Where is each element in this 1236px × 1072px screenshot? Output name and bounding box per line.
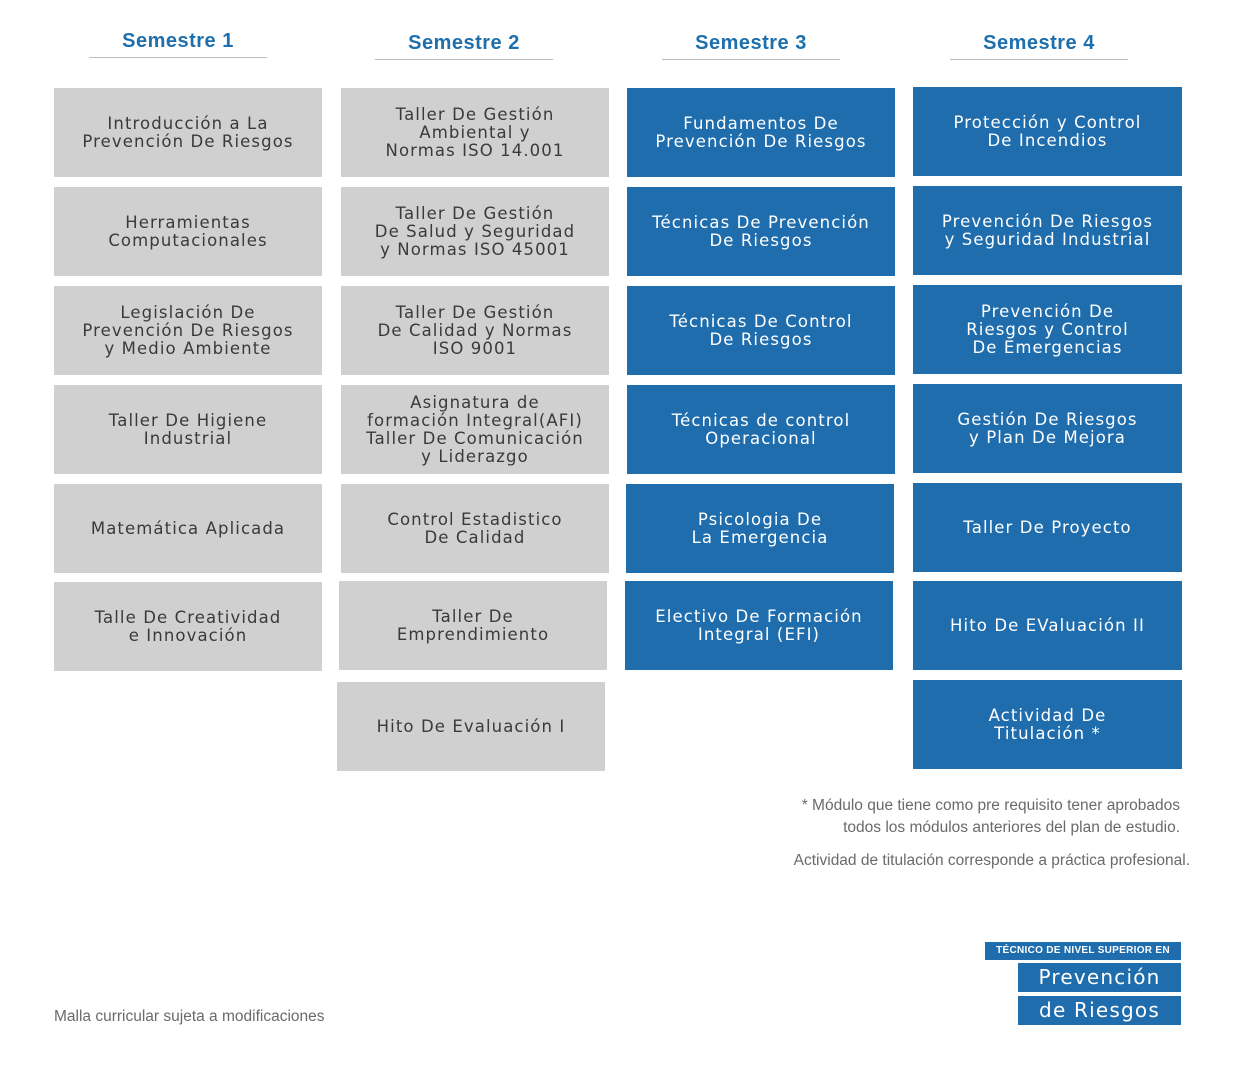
- titulacion-note: Actividad de titulación corresponde a pr…: [793, 852, 1190, 869]
- module-cell: Control Estadistico De Calidad: [341, 484, 609, 573]
- module-cell: Taller De Emprendimiento: [339, 581, 607, 670]
- footer-disclaimer: Malla curricular sujeta a modificaciones: [54, 1008, 325, 1025]
- brand-title-line1: Prevención: [1018, 963, 1181, 992]
- module-cell: Psicologia De La Emergencia: [626, 484, 894, 573]
- prerequisite-note-line2: todos los módulos anteriores del plan de…: [843, 819, 1180, 836]
- module-cell: Legislación De Prevención De Riesgos y M…: [54, 286, 322, 375]
- module-cell: Técnicas de control Operacional: [627, 385, 895, 474]
- brand-tagline: TÉCNICO DE NIVEL SUPERIOR EN: [985, 942, 1181, 960]
- semester-1-header: Semestre 1: [89, 30, 267, 58]
- module-cell: Hito De Evaluación I: [337, 682, 605, 771]
- module-cell: Talle De Creatividad e Innovación: [54, 582, 322, 671]
- semester-2-header: Semestre 2: [375, 32, 553, 60]
- prerequisite-note-line1: * Módulo que tiene como pre requisito te…: [801, 797, 1180, 814]
- module-cell: Prevención De Riesgos y Seguridad Indust…: [913, 186, 1182, 275]
- module-cell: Taller De Gestión De Calidad y Normas IS…: [341, 286, 609, 375]
- module-cell: Asignatura de formación Integral(AFI) Ta…: [341, 385, 609, 474]
- semester-3-header: Semestre 3: [662, 32, 840, 60]
- module-cell: Matemática Aplicada: [54, 484, 322, 573]
- module-cell: Introducción a La Prevención De Riesgos: [54, 88, 322, 177]
- module-cell: Actividad De Titulación *: [913, 680, 1182, 769]
- semester-4-header: Semestre 4: [950, 32, 1128, 60]
- module-cell: Electivo De Formación Integral (EFI): [625, 581, 893, 670]
- module-cell: Gestión De Riesgos y Plan De Mejora: [913, 384, 1182, 473]
- module-cell: Taller De Gestión De Salud y Seguridad y…: [341, 187, 609, 276]
- module-cell: Taller De Gestión Ambiental y Normas ISO…: [341, 88, 609, 177]
- module-cell: Taller De Higiene Industrial: [54, 385, 322, 474]
- module-cell: Herramientas Computacionales: [54, 187, 322, 276]
- prerequisite-note: * Módulo que tiene como pre requisito te…: [680, 795, 1180, 839]
- module-cell: Hito De EValuación II: [913, 581, 1182, 670]
- module-cell: Prevención De Riesgos y Control De Emerg…: [913, 285, 1182, 374]
- module-cell: Técnicas De Prevención De Riesgos: [627, 187, 895, 276]
- module-cell: Técnicas De Control De Riesgos: [627, 286, 895, 375]
- module-cell: Taller De Proyecto: [913, 483, 1182, 572]
- brand-title-line2: de Riesgos: [1018, 996, 1181, 1025]
- module-cell: Fundamentos De Prevención De Riesgos: [627, 88, 895, 177]
- module-cell: Protección y Control De Incendios: [913, 87, 1182, 176]
